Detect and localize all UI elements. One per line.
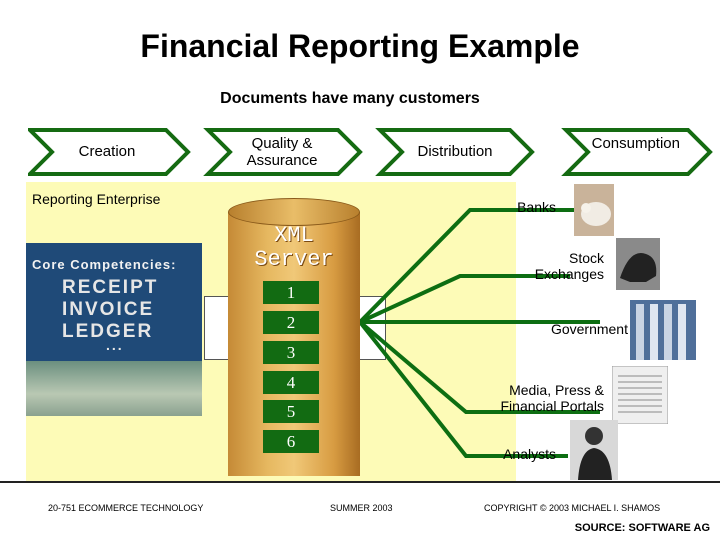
- customer-stock-label: Stock Exchanges: [534, 250, 604, 282]
- core-competencies-header: Core Competencies:: [32, 257, 177, 272]
- connector-banks: [358, 208, 578, 324]
- step-creation-label: Creation: [78, 143, 136, 160]
- columns-photo: [630, 300, 696, 360]
- step-distribution-label: Distribution: [417, 143, 493, 160]
- step-consumption-label: Consumption: [591, 135, 680, 152]
- competency-more: ...: [106, 337, 124, 353]
- server-tier-3: 3: [263, 341, 319, 364]
- server-tier-5: 5: [263, 400, 319, 423]
- newspaper-photo: [612, 366, 668, 424]
- customer-government-label: Government: [550, 321, 628, 337]
- core-competencies-image: Core Competencies: RECEIPT INVOICE LEDGE…: [26, 243, 202, 416]
- footer-source: SOURCE: SOFTWARE AG: [574, 522, 710, 534]
- customer-analysts-label: Analysts: [503, 446, 556, 462]
- connector-analysts: [358, 320, 568, 458]
- enterprise-label: Reporting Enterprise: [32, 191, 161, 207]
- slide-title: Financial Reporting Example: [140, 28, 580, 64]
- footer-term: SUMMER 2003: [330, 503, 393, 513]
- customer-media-label: Media, Press & Financial Portals: [500, 382, 605, 414]
- chevron-creation: [28, 128, 191, 176]
- server-tier-2: 2: [263, 311, 319, 334]
- xml-server-top: [228, 198, 360, 226]
- customer-banks-label: Banks: [517, 199, 556, 215]
- bull-statue-photo: [616, 238, 660, 290]
- process-chevrons: [28, 128, 713, 176]
- banknote-image: [26, 361, 202, 416]
- piggy-bank-photo: [574, 184, 614, 236]
- xml-server-label: XML Server: [232, 224, 356, 272]
- chevron-consumption: [561, 128, 713, 176]
- competency-ledger: LEDGER: [62, 321, 154, 342]
- server-label-line1: XML: [274, 223, 314, 248]
- footer-divider: [0, 481, 720, 483]
- chevron-distribution: [375, 128, 535, 176]
- connector-media: [358, 320, 600, 414]
- server-label-line2: Server: [254, 247, 334, 272]
- competency-receipt: RECEIPT: [62, 277, 159, 298]
- server-tier-4: 4: [263, 371, 319, 394]
- competency-invoice: INVOICE: [62, 299, 155, 320]
- footer-copyright: COPYRIGHT © 2003 MICHAEL I. SHAMOS: [484, 503, 661, 513]
- slide-subtitle: Documents have many customers: [220, 90, 480, 107]
- connector-stock: [359, 274, 570, 324]
- step-quality-label: Quality & Assurance: [246, 135, 318, 169]
- footer-course: 20-751 ECOMMERCE TECHNOLOGY: [48, 503, 204, 513]
- server-tier-1: 1: [263, 281, 319, 304]
- analyst-photo: [570, 420, 618, 480]
- server-tier-6: 6: [263, 430, 319, 453]
- chevron-quality: [203, 128, 363, 176]
